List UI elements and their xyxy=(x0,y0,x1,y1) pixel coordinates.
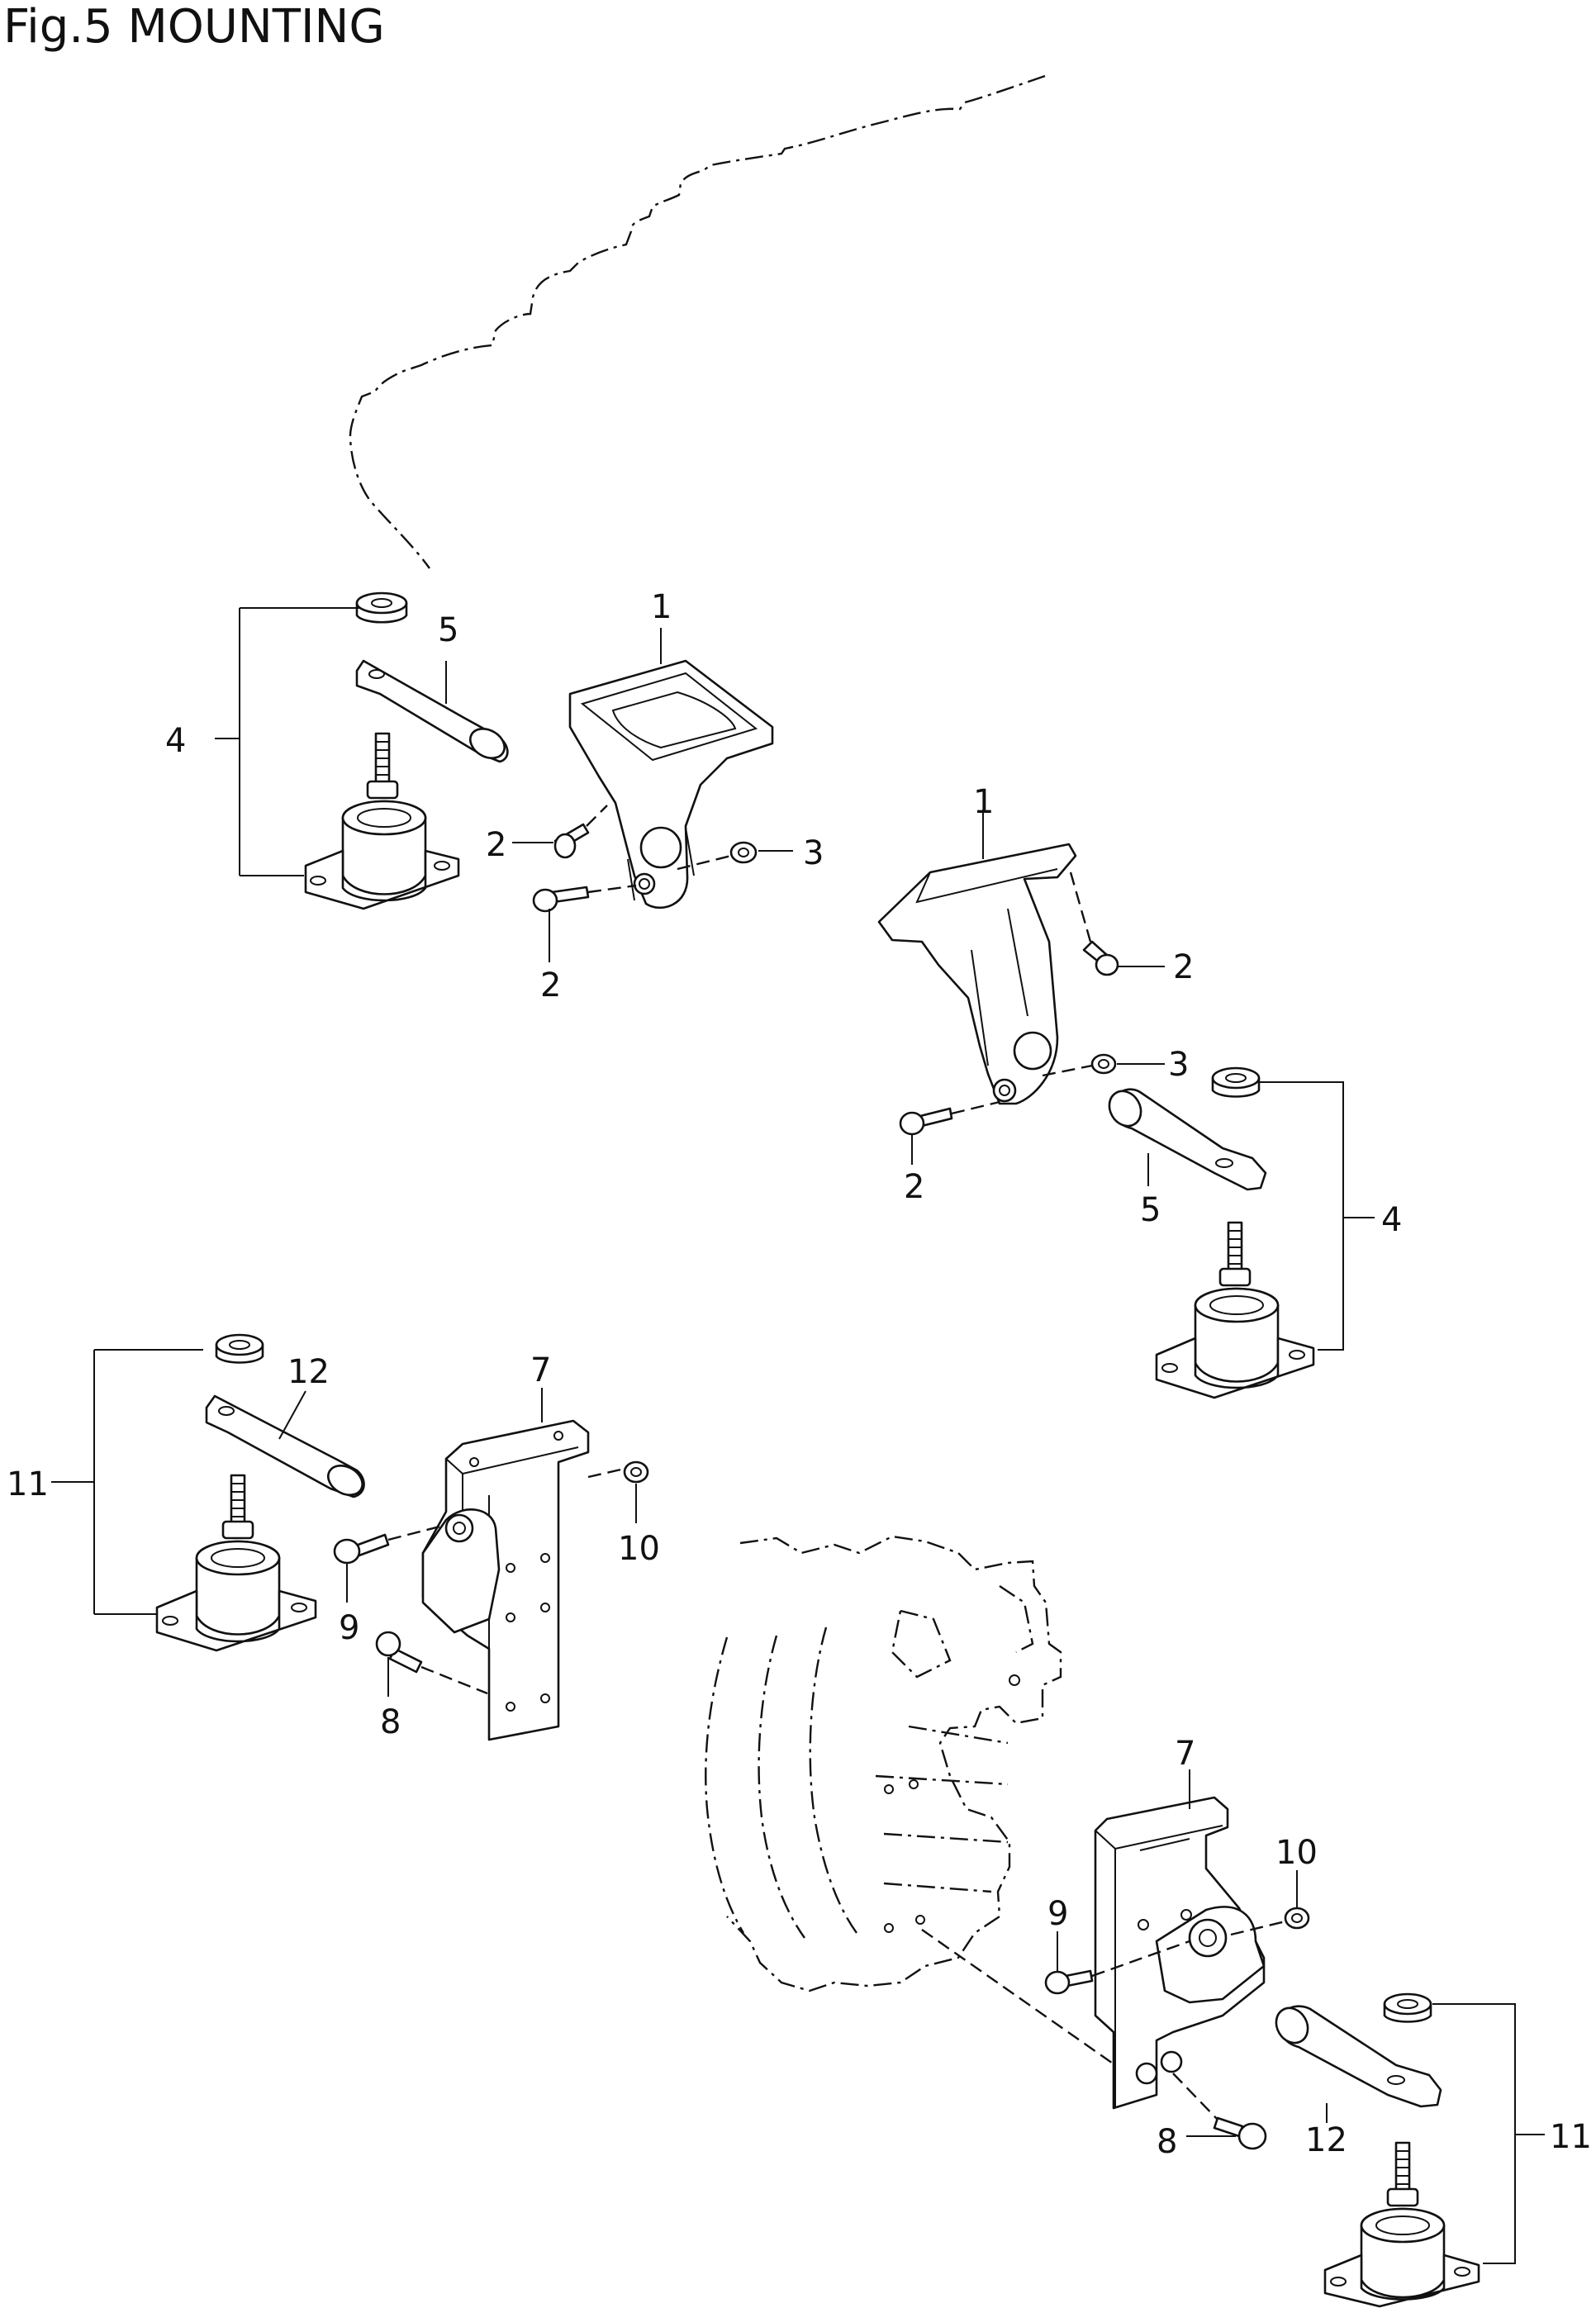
stopper-rod xyxy=(205,1394,365,1498)
callout-labels: 1 5 4 2 3 2 1 2 3 2 5 4 12 7 11 10 9 8 7… xyxy=(7,588,1592,2161)
callout-label: 2 xyxy=(540,966,561,1004)
callout-label: 2 xyxy=(486,826,506,864)
nut xyxy=(1230,1907,1310,1936)
callout-label: 2 xyxy=(1173,948,1194,986)
callout-label: 7 xyxy=(530,1351,551,1389)
callout-label: 9 xyxy=(339,1609,359,1647)
callout-label: 5 xyxy=(438,611,458,649)
transmission-mount-assembly-right xyxy=(1044,1769,1545,2308)
callout-label: 12 xyxy=(287,1353,330,1391)
rubber-mount xyxy=(155,1474,317,1652)
callout-label: 10 xyxy=(618,1530,660,1568)
callout-label: 1 xyxy=(973,783,994,821)
engine-mount-assembly-right xyxy=(877,810,1375,1399)
callout-label: 8 xyxy=(1157,2123,1177,2161)
callout-label: 4 xyxy=(165,722,186,760)
callout-label: 7 xyxy=(1175,1735,1195,1773)
bolt xyxy=(532,884,637,913)
stopper-rod xyxy=(1275,2005,1442,2108)
engine-outline xyxy=(349,74,1046,569)
engine-mount-assembly-left xyxy=(215,591,793,962)
callout-label: 11 xyxy=(7,1465,49,1503)
transmission-mount-assembly-left xyxy=(51,1333,649,1741)
stopper-rod xyxy=(1108,1088,1267,1191)
bolt xyxy=(375,1631,488,1695)
stopper-rod xyxy=(355,659,509,763)
nut xyxy=(677,841,758,871)
callout-label: 10 xyxy=(1275,1834,1318,1872)
nut xyxy=(1383,1992,1432,2023)
callout-label: 4 xyxy=(1381,1201,1402,1239)
callout-label: 9 xyxy=(1047,1895,1068,1933)
callout-label: 3 xyxy=(803,834,824,872)
nut xyxy=(587,1460,649,1484)
engine-bracket xyxy=(877,843,1077,1105)
nut xyxy=(355,591,408,624)
callout-label: 8 xyxy=(380,1703,401,1741)
rubber-mount xyxy=(1155,1221,1315,1399)
callout-label: 2 xyxy=(904,1168,924,1206)
bolt xyxy=(1172,2073,1267,2150)
callout-label: 5 xyxy=(1140,1191,1161,1229)
bolt xyxy=(553,805,608,859)
transmission-bracket xyxy=(421,1419,590,1741)
bolt xyxy=(1069,871,1119,976)
rubber-mount xyxy=(1323,2141,1480,2308)
callout-label: 3 xyxy=(1168,1046,1189,1084)
engine-bracket xyxy=(568,659,774,909)
transmission-bracket xyxy=(1094,1796,1266,2110)
nut xyxy=(1211,1066,1261,1098)
nut xyxy=(215,1333,264,1364)
callout-label: 1 xyxy=(651,588,672,626)
nut xyxy=(1042,1053,1117,1077)
rubber-mount xyxy=(304,732,460,910)
diagram-title: Fig.5 MOUNTING xyxy=(3,0,385,54)
transmission-outline xyxy=(705,1535,1116,2066)
bolt xyxy=(1044,1940,1190,1995)
callout-label: 12 xyxy=(1305,2121,1347,2159)
callout-label: 11 xyxy=(1550,2118,1592,2156)
bolt xyxy=(899,1100,1000,1136)
